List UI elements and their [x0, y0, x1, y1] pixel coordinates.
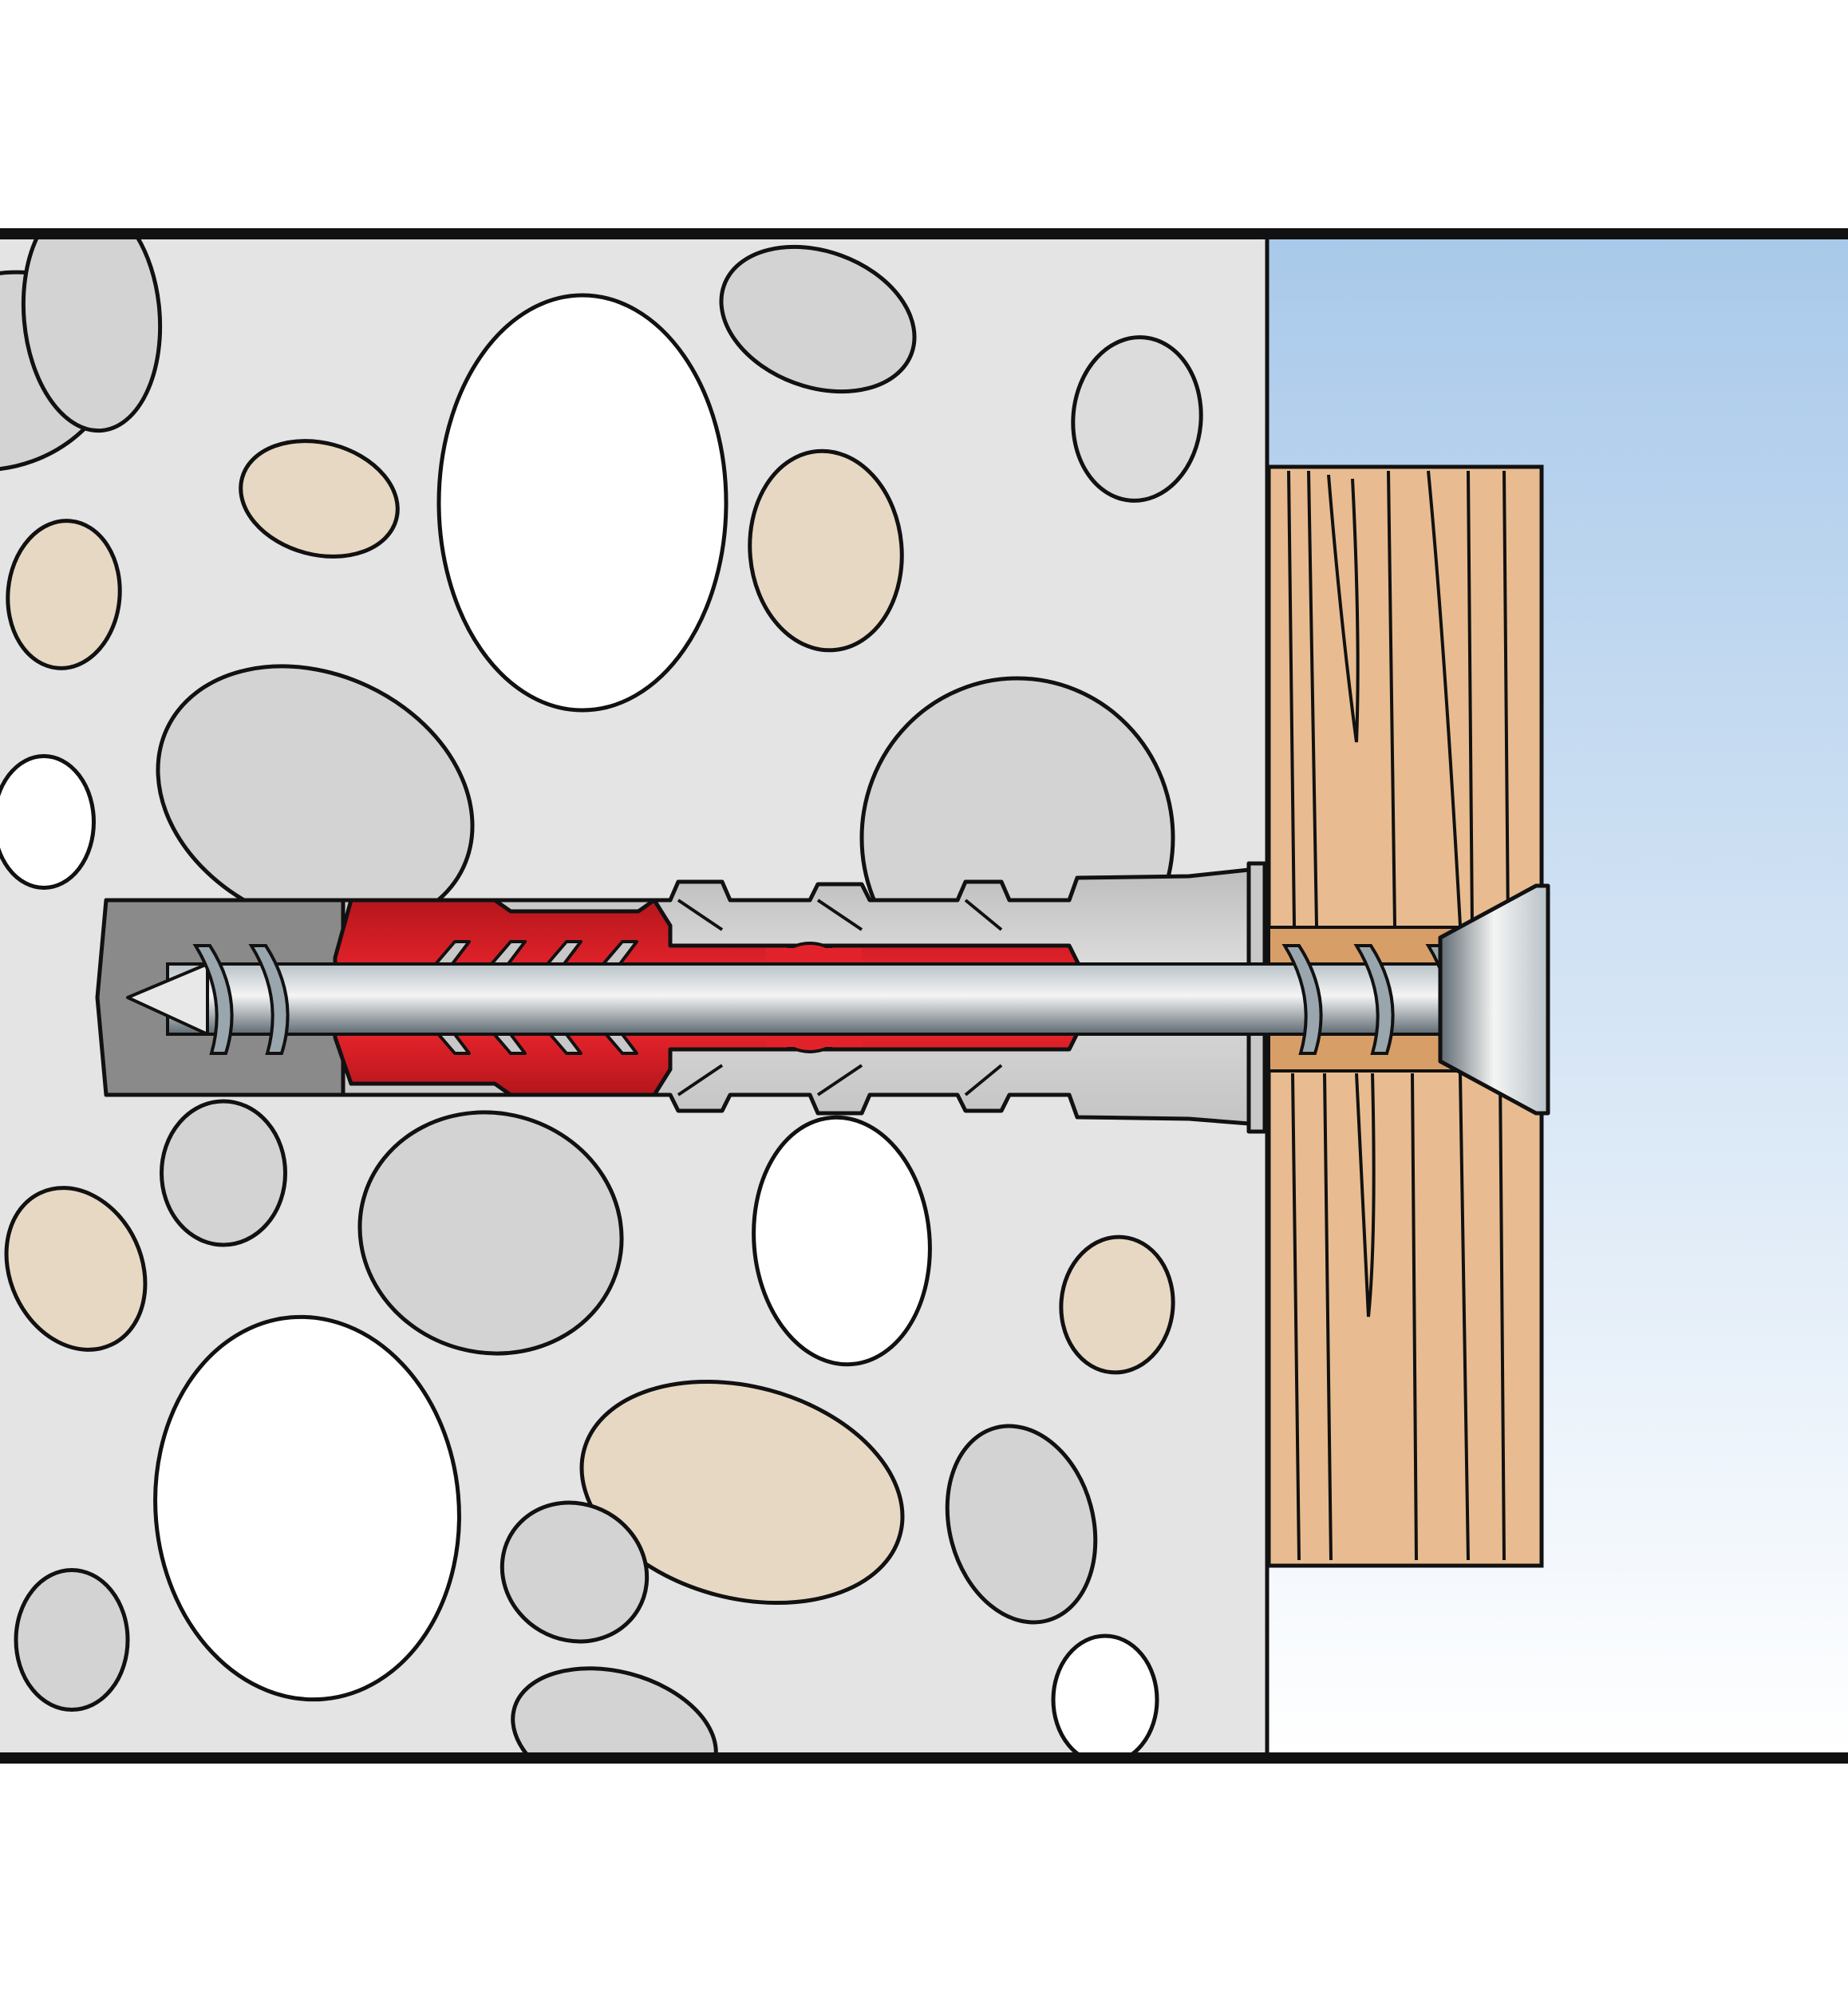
stone — [1059, 1235, 1175, 1375]
screw-head — [1438, 883, 1550, 1116]
grain-line — [1467, 470, 1474, 926]
stone — [160, 1099, 287, 1247]
stone — [1051, 1634, 1159, 1756]
thread-turn — [248, 944, 290, 1055]
grain-line — [1327, 474, 1360, 743]
stone — [14, 1568, 130, 1712]
stone — [239, 439, 400, 559]
screw — [126, 883, 1550, 1116]
stone — [6, 519, 122, 670]
stone — [500, 1500, 650, 1644]
grain-line — [1291, 1073, 1301, 1561]
stone — [153, 1314, 461, 1702]
grain-line — [1323, 1073, 1333, 1561]
grain-line — [1502, 470, 1510, 926]
aggregate-stones — [0, 236, 1203, 1756]
wood-grain-lines — [1287, 470, 1510, 1561]
stone — [945, 1424, 1098, 1625]
stone — [579, 1379, 905, 1606]
grain-line — [1355, 1073, 1376, 1317]
stone — [1071, 335, 1203, 503]
grain-line — [1427, 470, 1462, 926]
screw-point — [126, 962, 209, 1036]
thread-turn — [1281, 944, 1323, 1055]
stone — [748, 448, 904, 653]
grain-line — [1499, 1073, 1506, 1561]
stone — [4, 1186, 148, 1352]
thread-turn — [1353, 944, 1395, 1055]
grain-line — [1387, 470, 1396, 926]
grain-line — [1411, 1073, 1418, 1561]
stone — [752, 1115, 932, 1367]
grain-line — [1307, 470, 1318, 926]
grain-line — [1459, 1073, 1470, 1561]
thread-turn — [192, 944, 234, 1055]
grain-line — [1287, 470, 1296, 926]
stone — [0, 754, 96, 890]
stone — [719, 244, 917, 394]
stone — [436, 293, 729, 713]
stone — [357, 1110, 624, 1356]
stone — [21, 236, 163, 433]
stone — [511, 1666, 718, 1756]
